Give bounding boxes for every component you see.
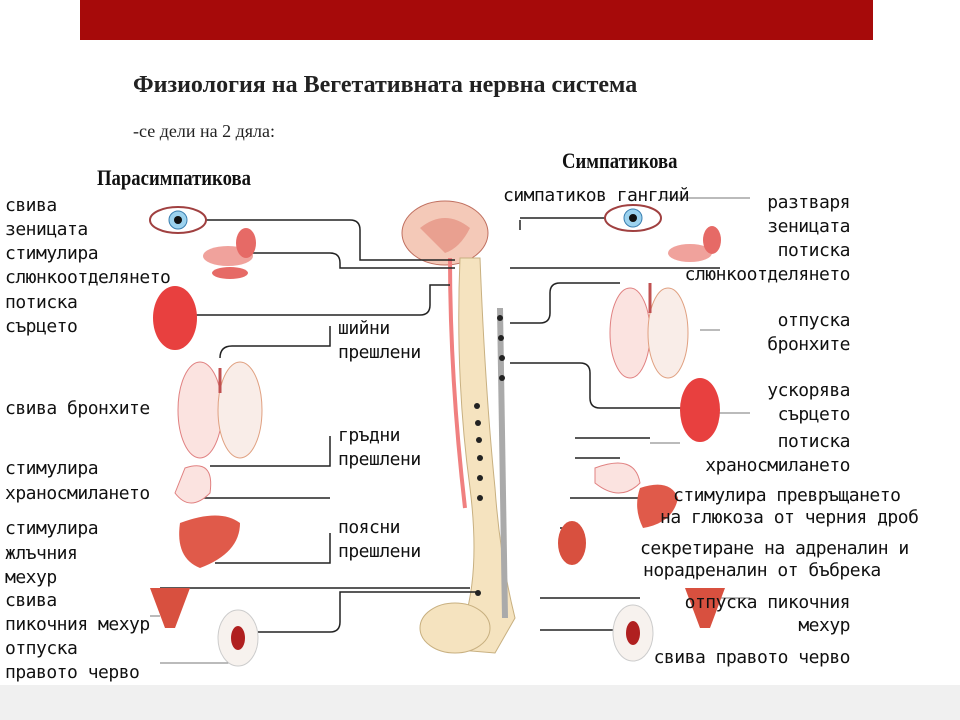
stomach-icon-left: [174, 465, 212, 504]
diagram-graphics: [149, 197, 750, 667]
spine-icon: [433, 257, 516, 654]
heart-icon-right: [680, 378, 720, 442]
para-label: свива: [5, 195, 57, 216]
rectum-icon-left: [217, 609, 259, 667]
para-label: стимулира: [5, 518, 99, 539]
eye-icon-left: [149, 206, 207, 234]
symp-label: отпуска пикочния: [684, 592, 851, 613]
para-label: свива бронхите: [5, 398, 150, 419]
bladder-icon-left: [150, 588, 190, 628]
symp-label: разтваря: [767, 192, 850, 213]
heart-icon-left: [153, 286, 197, 350]
symp-label: норадреналин от бъбрека: [643, 560, 881, 581]
symp-label: потиска: [777, 240, 851, 261]
para-label: потиска: [5, 292, 78, 313]
header-bar: [80, 0, 873, 40]
ganglion-label: симпатиков ганглий: [503, 185, 690, 206]
ans-diagram: Парасимпатикова Симпатикова симпатиков г…: [0, 148, 960, 685]
slide-subtitle: -се дели на 2 дяла:: [133, 121, 275, 141]
para-label: слюнкоотделянето: [5, 267, 171, 288]
spine-label: прешлени: [338, 541, 421, 562]
bladder-icon-right: [685, 588, 725, 628]
para-label: отпуска: [5, 638, 78, 659]
spine-label: шийни: [338, 318, 390, 339]
spine-label: прешлени: [338, 449, 421, 470]
para-label: правото черво: [5, 662, 140, 683]
symp-label: стимулира превръщането: [673, 485, 901, 506]
para-label: зеницата: [5, 219, 88, 240]
kidney-icon-right: [558, 521, 586, 565]
para-label: сърцето: [5, 316, 78, 337]
liver-icon-right: [637, 484, 678, 528]
liver-icon-left: [179, 515, 240, 568]
lungs-icon-left: [177, 361, 263, 459]
lungs-icon-right: [609, 283, 689, 379]
salivary-gland-icon-left: [203, 228, 256, 279]
sympathetic-heading: Симпатикова: [562, 148, 678, 173]
spinal-cord: [448, 257, 467, 509]
symp-label: потиска: [777, 431, 851, 452]
rectum-icon-right: [612, 604, 654, 662]
symp-label: ускорява: [767, 380, 850, 401]
spine-label: прешлени: [338, 342, 421, 363]
parasympathetic-heading: Парасимпатикова: [97, 165, 251, 190]
eye-icon-right: [604, 204, 662, 232]
symp-label: на глюкоза от черния дроб: [660, 507, 919, 528]
para-label: стимулира: [5, 243, 99, 264]
symp-label: секретиране на адреналин и: [640, 538, 909, 559]
para-label: мехур: [5, 567, 57, 588]
spine-label: поясни: [338, 517, 401, 538]
slide-footer: [0, 685, 960, 720]
para-label: храносмилането: [5, 483, 150, 504]
symp-label: отпуска: [777, 310, 851, 331]
para-label: жлъчния: [5, 543, 78, 564]
spine-label: гръдни: [338, 425, 401, 446]
para-label: стимулира: [5, 458, 99, 479]
para-label: пикочния мехур: [5, 614, 150, 635]
symp-label: сърцето: [777, 404, 851, 425]
symp-label: мехур: [798, 615, 850, 636]
symp-label: зеницата: [767, 216, 850, 237]
para-label: свива: [5, 590, 57, 611]
symp-label: бронхите: [767, 334, 850, 355]
slide-title: Физиология на Вегетативната нервна систе…: [133, 72, 638, 98]
symp-label: храносмилането: [705, 455, 850, 476]
symp-label: слюнкоотделянето: [684, 264, 851, 285]
stomach-icon-right: [594, 462, 641, 494]
salivary-gland-icon-right: [668, 226, 721, 262]
symp-label: свива правото черво: [653, 647, 851, 668]
